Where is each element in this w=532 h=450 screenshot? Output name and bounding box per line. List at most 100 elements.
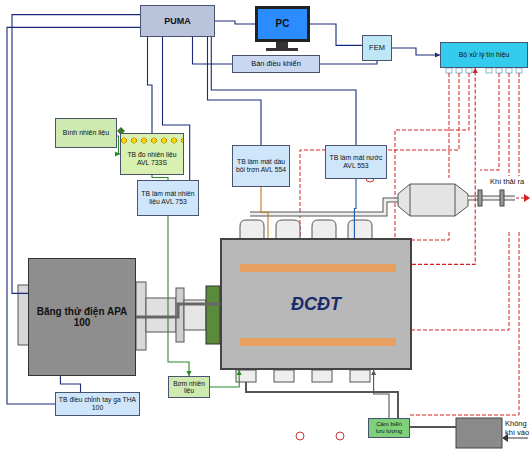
illustration-part (250, 200, 398, 214)
node-text-group: Bình nhiên liệu (63, 129, 109, 137)
fem-box: FEM (362, 35, 392, 61)
node-label: Bơm nhiên liệu (171, 380, 207, 395)
node-text-group: Bơm nhiên liệu (171, 380, 207, 395)
oil-cooler-box: TB làm mát dầu bôi trơn AVL 554 (232, 145, 290, 187)
control-panel-box: Bàn điều khiển (232, 55, 320, 73)
illustration-part (395, 73, 469, 238)
node-text-group: Bộ xử lý tín hiệu (459, 51, 510, 59)
illustration-part (446, 68, 452, 73)
illustration-part (455, 184, 456, 216)
flow-sensor-box: Cảm biến lưu lượng (368, 418, 410, 438)
illustration-part (312, 370, 332, 382)
illustration-part (266, 48, 298, 51)
illustration-part (274, 370, 294, 382)
illustration-part (509, 73, 510, 176)
arrow-head (237, 370, 242, 375)
illustration-part (449, 73, 450, 178)
illustration-part (410, 184, 411, 216)
connector (211, 37, 356, 145)
connector (374, 370, 389, 418)
node-label: Băng thử điện APA 100 (31, 306, 133, 329)
node-label: Bàn điều khiển (251, 60, 301, 69)
connector (136, 304, 220, 317)
illustration-part (276, 220, 300, 238)
node-text-group: PC (276, 18, 290, 30)
connector (168, 216, 189, 376)
illustration-part (348, 220, 372, 238)
illustration-part (240, 220, 372, 238)
exhaust-label: Khí thải ra (490, 178, 532, 187)
illustration-part (500, 190, 504, 206)
node-label: Bình nhiên liệu (63, 129, 109, 137)
fuel-tank-box: Bình nhiên liệu (55, 118, 117, 148)
fuel-cooler-box: TB làm mát nhiên liệu AVL 753 (137, 180, 199, 216)
node-text-group: FEM (369, 44, 385, 53)
illustration-part (480, 73, 499, 170)
illustration-part (516, 68, 522, 73)
node-text-group: TB làm mát nước AVL 553 (328, 154, 384, 170)
illustration-part (206, 286, 220, 344)
node-label: TB làm mát nước AVL 553 (328, 154, 384, 170)
connector (215, 21, 255, 24)
signal-processor-box: Bộ xử lý tín hiệu (440, 42, 528, 68)
connector (193, 37, 233, 64)
throttle-controller-box: TB điều chỉnh tay ga THA 100 (55, 392, 140, 416)
illustration-part (478, 190, 482, 206)
illustration-part (410, 426, 456, 428)
illustration-part (466, 68, 472, 73)
dynamometer-box: Băng thử điện APA 100 (28, 258, 136, 376)
node-text-group: Băng thử điện APA 100 (31, 306, 133, 329)
engine-box: ĐCĐT (220, 238, 412, 370)
illustration-part (412, 232, 509, 330)
connector (320, 61, 377, 64)
node-text-group: ĐCĐT (291, 294, 341, 315)
illustration-part (410, 232, 519, 415)
illustration-part (496, 68, 502, 73)
water-cooler-box: TB làm mát nước AVL 553 (325, 145, 387, 179)
illustration-part (246, 382, 398, 418)
node-label: FEM (369, 44, 385, 53)
illustration-part (486, 68, 492, 73)
connector (261, 187, 268, 238)
node-text-group: Bàn điều khiển (251, 60, 301, 69)
connector (60, 376, 80, 392)
node-label: Cảm biến lưu lượng (371, 421, 407, 435)
connector (392, 48, 440, 55)
connector (148, 37, 153, 133)
node-text-group: TB đo nhiên liệu AVL 733S (123, 151, 181, 167)
control-system-box: PUMA (140, 5, 215, 37)
arrow-head (371, 370, 376, 375)
node-label: TB điều chỉnh tay ga THA 100 (58, 396, 137, 412)
illustration-part (336, 432, 344, 440)
node-label: ĐCĐT (291, 294, 341, 315)
illustration-part (296, 432, 304, 440)
air-inlet-label: Không khí vào (505, 420, 532, 437)
illustration-part (506, 68, 512, 73)
connector (354, 179, 356, 238)
illustration-part (398, 184, 468, 216)
node-label: TB đo nhiên liệu AVL 733S (123, 151, 181, 167)
node-text-group: TB làm mát nhiên liệu AVL 753 (140, 190, 196, 206)
illustration-part (276, 42, 288, 48)
node-label: TB làm mát dầu bôi trơn AVL 554 (235, 158, 287, 174)
illustration-part (350, 370, 370, 382)
connector (208, 37, 262, 145)
illustration-part (456, 418, 502, 448)
connector (7, 27, 140, 404)
node-label: PC (276, 18, 290, 30)
connector (412, 68, 475, 264)
node-label: Bộ xử lý tín hiệu (459, 51, 510, 59)
illustration-part (312, 220, 336, 238)
computer-monitor: PC (255, 6, 310, 42)
illustration-part (250, 200, 398, 214)
illustration-part (456, 68, 462, 73)
fuel-pump-box: Bơm nhiên liệu (168, 376, 210, 398)
illustration-part (519, 73, 520, 176)
illustration-part (146, 298, 176, 332)
node-text-group: Cảm biến lưu lượng (371, 421, 407, 435)
illustration-part (240, 220, 264, 238)
fuel-meter-box: TB đo nhiên liệu AVL 733S (120, 133, 184, 175)
connector (210, 370, 239, 387)
node-text-group: PUMA (164, 16, 191, 26)
illustration-part (236, 370, 370, 382)
